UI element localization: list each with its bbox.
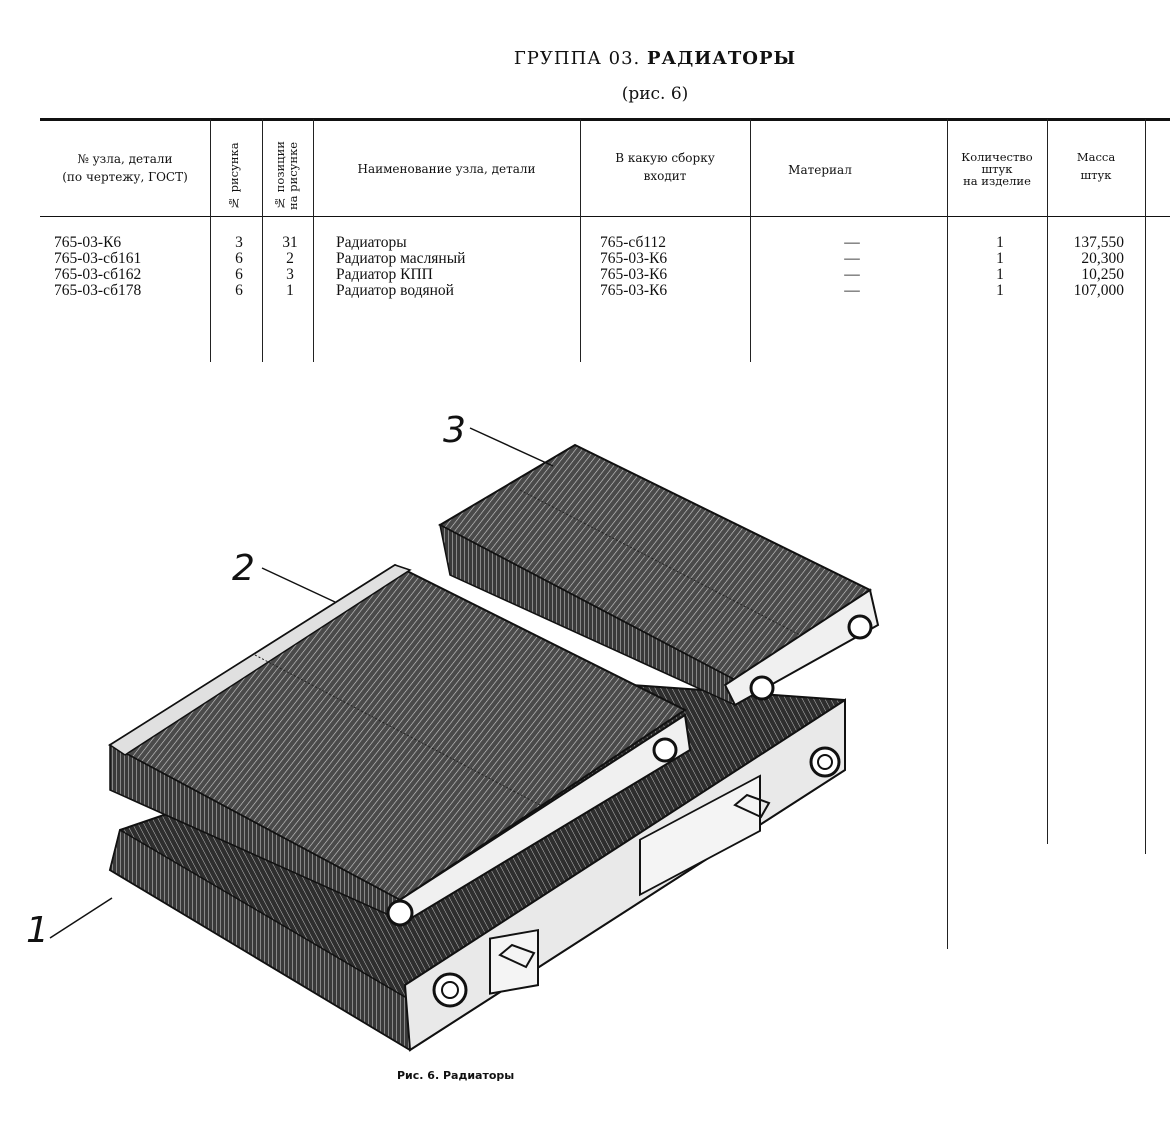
- col-divider: [750, 119, 751, 362]
- cell-name: Радиатор КПП: [336, 266, 433, 283]
- cell-pos: 31: [282, 234, 298, 251]
- cell-name: Радиаторы: [336, 234, 407, 251]
- cell-assembly: 765-03-К6: [600, 266, 668, 283]
- cell-qty: 1: [996, 266, 1004, 283]
- callout-leader-1: [49, 897, 113, 939]
- cell-qty: 1: [996, 250, 1004, 267]
- header-assembly-line1: В какую сборку: [615, 151, 715, 165]
- cell-material: —: [844, 266, 860, 283]
- col-divider: [262, 119, 263, 362]
- cell-assembly: 765-сб112: [600, 234, 667, 251]
- header-mass: Масса штук: [1047, 151, 1145, 181]
- col-divider: [580, 119, 581, 362]
- callout-label-1: 1: [26, 910, 49, 951]
- cell-pos: 2: [286, 250, 294, 267]
- cell-mass: 107,000: [1073, 282, 1124, 299]
- header-assembly: В какую сборку входит: [580, 149, 750, 185]
- header-assembly-line2: входит: [643, 169, 687, 183]
- cell-assembly: 765-03-К6: [600, 250, 668, 267]
- callout-label-2: 2: [232, 548, 255, 589]
- cell-part-no: 765-03-сб162: [54, 266, 142, 283]
- cell-name: Радиатор водяной: [336, 282, 454, 299]
- cell-qty: 1: [996, 282, 1004, 299]
- page-title: ГРУППА 03. РАДИАТОРЫ: [0, 48, 1170, 69]
- header-fig-no: № рисунка: [227, 142, 241, 210]
- col-divider: [947, 119, 948, 949]
- cell-qty: 1: [996, 234, 1004, 251]
- header-part-no-line1: № узла, детали: [77, 152, 173, 166]
- cell-material: —: [844, 234, 860, 251]
- header-mass-line1: Масса: [1076, 150, 1116, 164]
- callout-label-3: 3: [443, 410, 466, 451]
- header-part-no: № узла, детали (по чертежу, ГОСТ): [40, 150, 210, 186]
- cell-material: —: [844, 282, 860, 299]
- header-part-no-line2: (по чертежу, ГОСТ): [62, 170, 188, 184]
- header-qty-line3: на изделие: [963, 174, 1031, 188]
- table-header-rule: [40, 216, 1170, 217]
- col-divider: [1047, 119, 1048, 844]
- radiator-oil: [108, 563, 692, 927]
- cell-material: —: [844, 250, 860, 267]
- cell-assembly: 765-03-К6: [600, 282, 668, 299]
- header-pos-line2: на рисунке: [286, 141, 300, 210]
- header-name: Наименование узла, детали: [357, 162, 536, 176]
- title-main: РАДИАТОРЫ: [647, 48, 797, 69]
- header-qty: Количество штук на изделие: [947, 151, 1047, 187]
- header-qty-line2: штук: [981, 162, 1013, 176]
- header-material: Материал: [788, 163, 852, 177]
- col-divider: [313, 119, 314, 362]
- header-qty-line1: Количество: [961, 150, 1033, 164]
- cell-pos: 1: [286, 282, 294, 299]
- cell-part-no: 765-03-сб161: [54, 250, 142, 267]
- cell-name: Радиатор масляный: [336, 250, 466, 267]
- radiators-illustration: [49, 427, 880, 1052]
- title-prefix: ГРУППА 03.: [513, 48, 641, 69]
- callout-leader-3: [469, 427, 554, 467]
- radiator-gearbox: [437, 443, 880, 707]
- callout-leader-2: [261, 567, 336, 603]
- header-mass-line2: штук: [1080, 168, 1112, 182]
- col-divider: [210, 119, 211, 362]
- cell-mass: 137,550: [1073, 234, 1124, 251]
- cell-part-no: 765-03-К6: [54, 234, 122, 251]
- page-subtitle: (рис. 6): [621, 84, 689, 104]
- figure-caption: Рис. 6. Радиаторы: [397, 1069, 515, 1082]
- table-top-rule: [40, 118, 1170, 121]
- col-divider: [1145, 119, 1146, 854]
- cell-fig: 3: [235, 234, 243, 251]
- cell-fig: 6: [235, 282, 243, 299]
- cell-fig: 6: [235, 250, 243, 267]
- cell-mass: 10,250: [1081, 266, 1124, 283]
- cell-part-no: 765-03-сб178: [54, 282, 142, 299]
- cell-mass: 20,300: [1081, 250, 1124, 267]
- cell-pos: 3: [286, 266, 294, 283]
- cell-fig: 6: [235, 266, 243, 283]
